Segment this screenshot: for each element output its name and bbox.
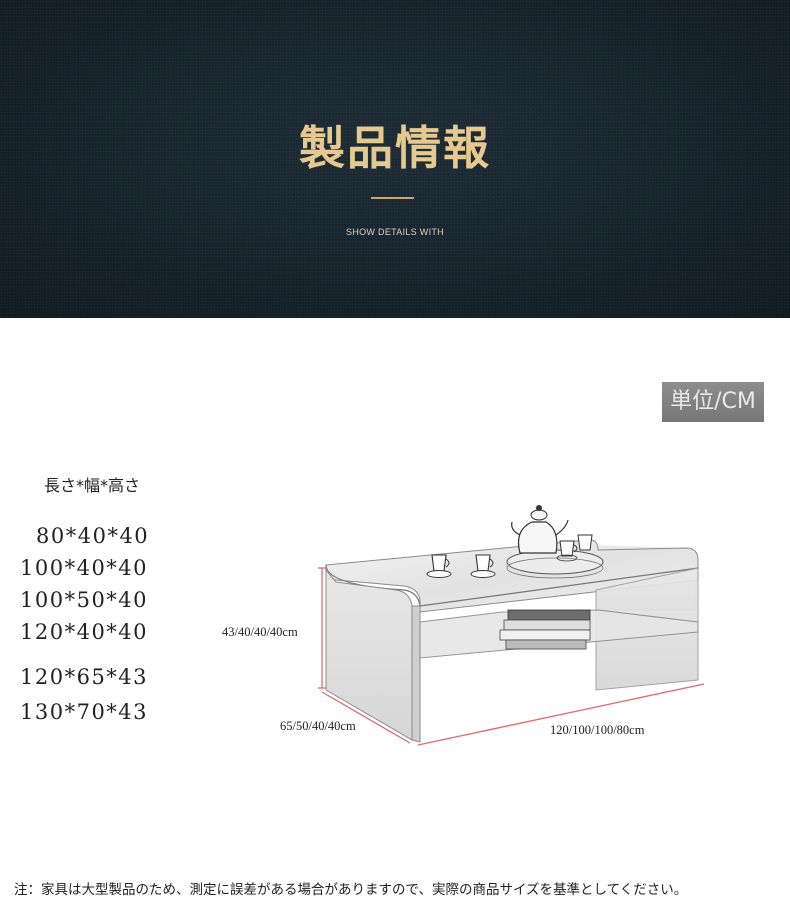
unit-badge: 単位/CM xyxy=(662,382,764,422)
height-dimension-label: 43/40/40/40cm xyxy=(222,625,298,639)
size-option: 130*70*43 xyxy=(20,700,149,724)
length-dimension-line xyxy=(417,683,705,746)
dimensions-label: 長さ*幅*高さ xyxy=(44,476,141,495)
depth-dimension-label: 65/50/40/40cm xyxy=(280,719,356,733)
size-option: 120*65*43 xyxy=(20,665,149,689)
depth-dimension-line xyxy=(321,691,411,744)
length-dimension-label: 120/100/100/80cm xyxy=(550,723,645,737)
banner-subtitle: SHOW DETAILS WITH xyxy=(346,227,444,237)
size-option: 100*50*40 xyxy=(20,588,149,612)
header-banner: 製品情報 SHOW DETAILS WITH xyxy=(0,0,790,318)
size-option: 80*40*40 xyxy=(36,524,150,548)
banner-divider xyxy=(371,197,414,199)
size-option: 100*40*40 xyxy=(20,556,149,580)
banner-title: 製品情報 xyxy=(299,121,491,175)
size-disclaimer-note: 注：家具は大型製品のため、測定に誤差がある場合がありますので、実際の商品サイズを… xyxy=(14,882,688,898)
size-option: 120*40*40 xyxy=(20,620,149,644)
